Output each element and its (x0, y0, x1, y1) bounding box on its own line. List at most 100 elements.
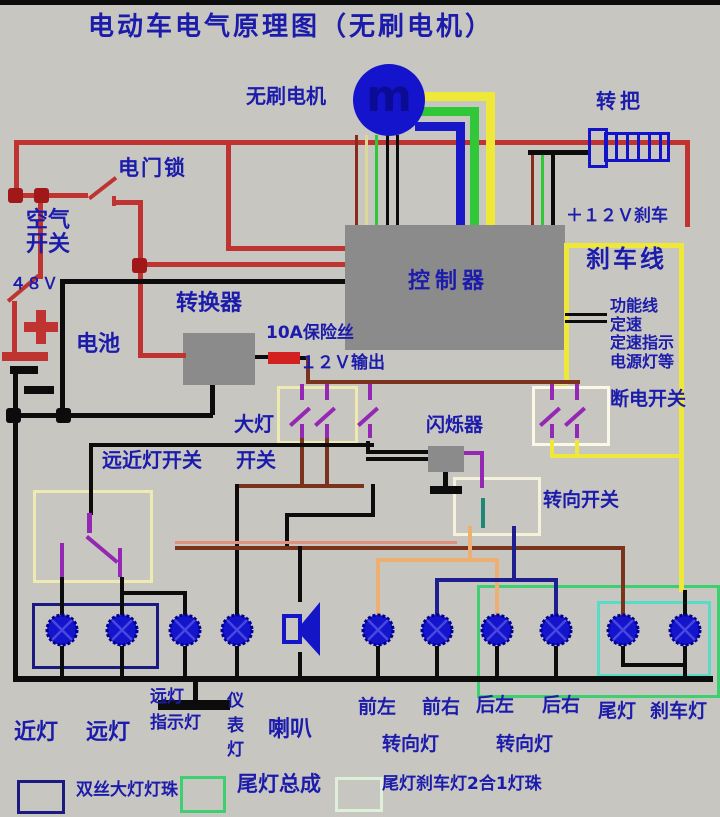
wire (565, 313, 607, 316)
wire (226, 142, 231, 250)
wire (120, 591, 186, 595)
brake-12v-label: ＋１２Ｖ刹车 (566, 206, 668, 226)
junction-dot (56, 408, 71, 423)
wire (683, 663, 687, 678)
wire (13, 374, 18, 678)
wire (24, 322, 58, 332)
wire (683, 646, 687, 665)
motor-glyph: m (366, 71, 412, 122)
horn-icon (282, 602, 320, 656)
switch-contact (575, 384, 579, 400)
battery-label: 电池 (76, 332, 121, 357)
wire (468, 526, 472, 562)
lamp-label-dashboard: 仪 表 灯 (227, 691, 244, 761)
wire (298, 356, 310, 360)
page-title: 电动车电气原理图（无刷电机） (88, 12, 495, 42)
wire (112, 200, 142, 205)
wire (376, 558, 380, 616)
wire (386, 135, 389, 225)
front-right-lamp (420, 613, 454, 647)
wire (375, 135, 378, 225)
wire (541, 155, 544, 225)
lamp-label-brake: 刹车灯 (650, 700, 708, 722)
turn-switch-label: 转向开关 (543, 489, 620, 511)
battery-voltage-label: ４８Ｖ (10, 274, 59, 293)
switch-contact (300, 384, 304, 400)
wire (89, 443, 93, 515)
top-border (0, 0, 720, 5)
wire (235, 484, 364, 488)
wire (430, 486, 462, 494)
front-left-lamp (361, 613, 395, 647)
wire (435, 578, 558, 582)
switch-contact (325, 384, 329, 400)
wire (306, 356, 310, 384)
turn-lamps-rear-label: 转向灯 (496, 733, 554, 755)
wire (24, 386, 54, 394)
wire (298, 546, 302, 602)
lamp-label-front-right: 前右 (422, 696, 461, 718)
wire (40, 193, 88, 198)
wire (306, 380, 580, 384)
cutoff-switch-label: 断电开关 (610, 388, 687, 410)
fuse-icon (268, 352, 300, 364)
dashboard-lamp (220, 613, 254, 647)
aux-line-label-0: 功能线 (610, 296, 659, 315)
high-beam-indicator-lamp (168, 613, 202, 647)
wire (285, 513, 375, 517)
wire (300, 436, 304, 486)
wire (456, 122, 465, 225)
wire (89, 443, 374, 447)
aux-line-label-3: 电源灯等 (610, 352, 675, 371)
wire (175, 541, 457, 544)
wire (366, 450, 428, 454)
flasher-box (428, 446, 464, 472)
wire (14, 140, 19, 198)
wire (575, 440, 579, 458)
wire (60, 543, 64, 577)
aux-line-label-2: 定速指示 (610, 333, 675, 352)
wire (550, 440, 554, 458)
wire (138, 353, 186, 358)
wire (415, 107, 479, 116)
beam-switch-box (33, 490, 153, 583)
wire (298, 652, 302, 678)
junction-dot (34, 188, 49, 203)
legend-label-combo-bulb: 尾灯刹车灯2合1灯珠 (382, 774, 542, 794)
wire (13, 676, 713, 682)
wire (621, 663, 687, 667)
tail-assembly-box (477, 585, 720, 698)
wire (464, 451, 484, 455)
junction-dot (6, 408, 21, 423)
wire (14, 193, 44, 198)
wire (12, 301, 17, 354)
headlight-switch-label-1: 大灯 (234, 412, 274, 436)
headlamp-group-box (32, 603, 159, 669)
wire (2, 352, 48, 361)
wire (366, 441, 370, 453)
wire (551, 155, 555, 225)
wire (255, 355, 271, 359)
flasher-label: 闪烁器 (426, 414, 484, 436)
wire (120, 577, 124, 615)
tail-brake-combo-box (597, 601, 711, 677)
fuse-label: 10A保险丝 (266, 323, 354, 343)
wire (371, 484, 375, 517)
lamp-label-front-left: 前左 (358, 696, 397, 718)
wire (183, 591, 187, 616)
legend-label-dual-filament: 双丝大灯灯珠 (76, 780, 178, 800)
lamp-label-rear-left: 后左 (476, 694, 515, 716)
wire (396, 135, 399, 225)
horn-label: 喇叭 (268, 717, 313, 742)
wire (550, 454, 683, 458)
motor-label: 无刷电机 (246, 84, 326, 108)
wire (210, 385, 215, 415)
headlight-switch-label-2: 开关 (236, 448, 276, 472)
air-switch-label: 空气 开关 (26, 208, 71, 258)
wire (235, 484, 239, 616)
wire (376, 558, 499, 562)
wire (443, 472, 448, 486)
throttle-label: 转把 (596, 89, 644, 113)
wire (415, 92, 493, 101)
rear-right-lamp (539, 613, 573, 647)
